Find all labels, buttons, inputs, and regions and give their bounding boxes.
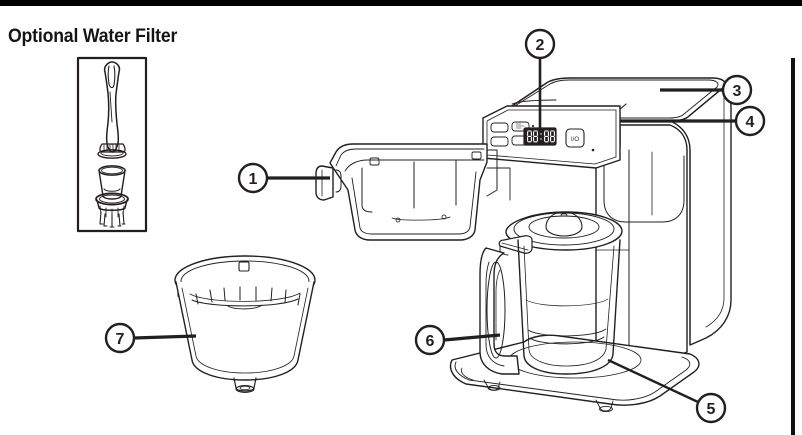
callout-1[interactable]: 1 — [237, 162, 269, 194]
page-title: Optional Water Filter — [8, 26, 178, 47]
digital-display — [523, 127, 557, 146]
callout-label: 4 — [746, 114, 755, 131]
callout-3[interactable]: 3 — [721, 74, 753, 106]
water-reservoir — [669, 86, 732, 346]
carafe — [479, 211, 623, 375]
callout-5[interactable]: 5 — [695, 392, 727, 424]
right-black-band — [791, 58, 795, 435]
power-button[interactable]: I/O — [565, 128, 585, 148]
callout-label: 1 — [249, 171, 258, 188]
callout-leaders — [133, 58, 736, 404]
callout-7[interactable]: 7 — [104, 322, 136, 354]
control-panel-buttons[interactable] — [490, 121, 530, 147]
callout-label: 5 — [707, 401, 716, 418]
callout-label: 7 — [116, 331, 125, 348]
svg-text:I/O: I/O — [571, 137, 579, 143]
callout-label: 2 — [536, 37, 545, 54]
brew-basket — [174, 255, 316, 393]
callout-label: 6 — [426, 333, 435, 350]
brew-basket-holder — [315, 143, 511, 241]
callout-leader-6 — [443, 333, 501, 342]
callout-leader-7 — [133, 334, 197, 340]
callout-label: 3 — [733, 83, 742, 100]
callout-2[interactable]: 2 — [524, 28, 556, 60]
control-panel: I/O — [482, 105, 621, 169]
top-black-band — [0, 0, 802, 6]
callout-6[interactable]: 6 — [414, 324, 446, 356]
callout-4[interactable]: 4 — [734, 105, 766, 137]
callout-leader-5 — [607, 358, 699, 404]
callout-bubbles: 1 2 3 4 5 6 7 — [104, 28, 766, 424]
optional-water-filter-box — [76, 56, 148, 233]
coffee-maker-body: I/O — [315, 77, 732, 413]
filter-basket-holder — [95, 192, 129, 228]
filter-handle-stem — [97, 61, 127, 159]
